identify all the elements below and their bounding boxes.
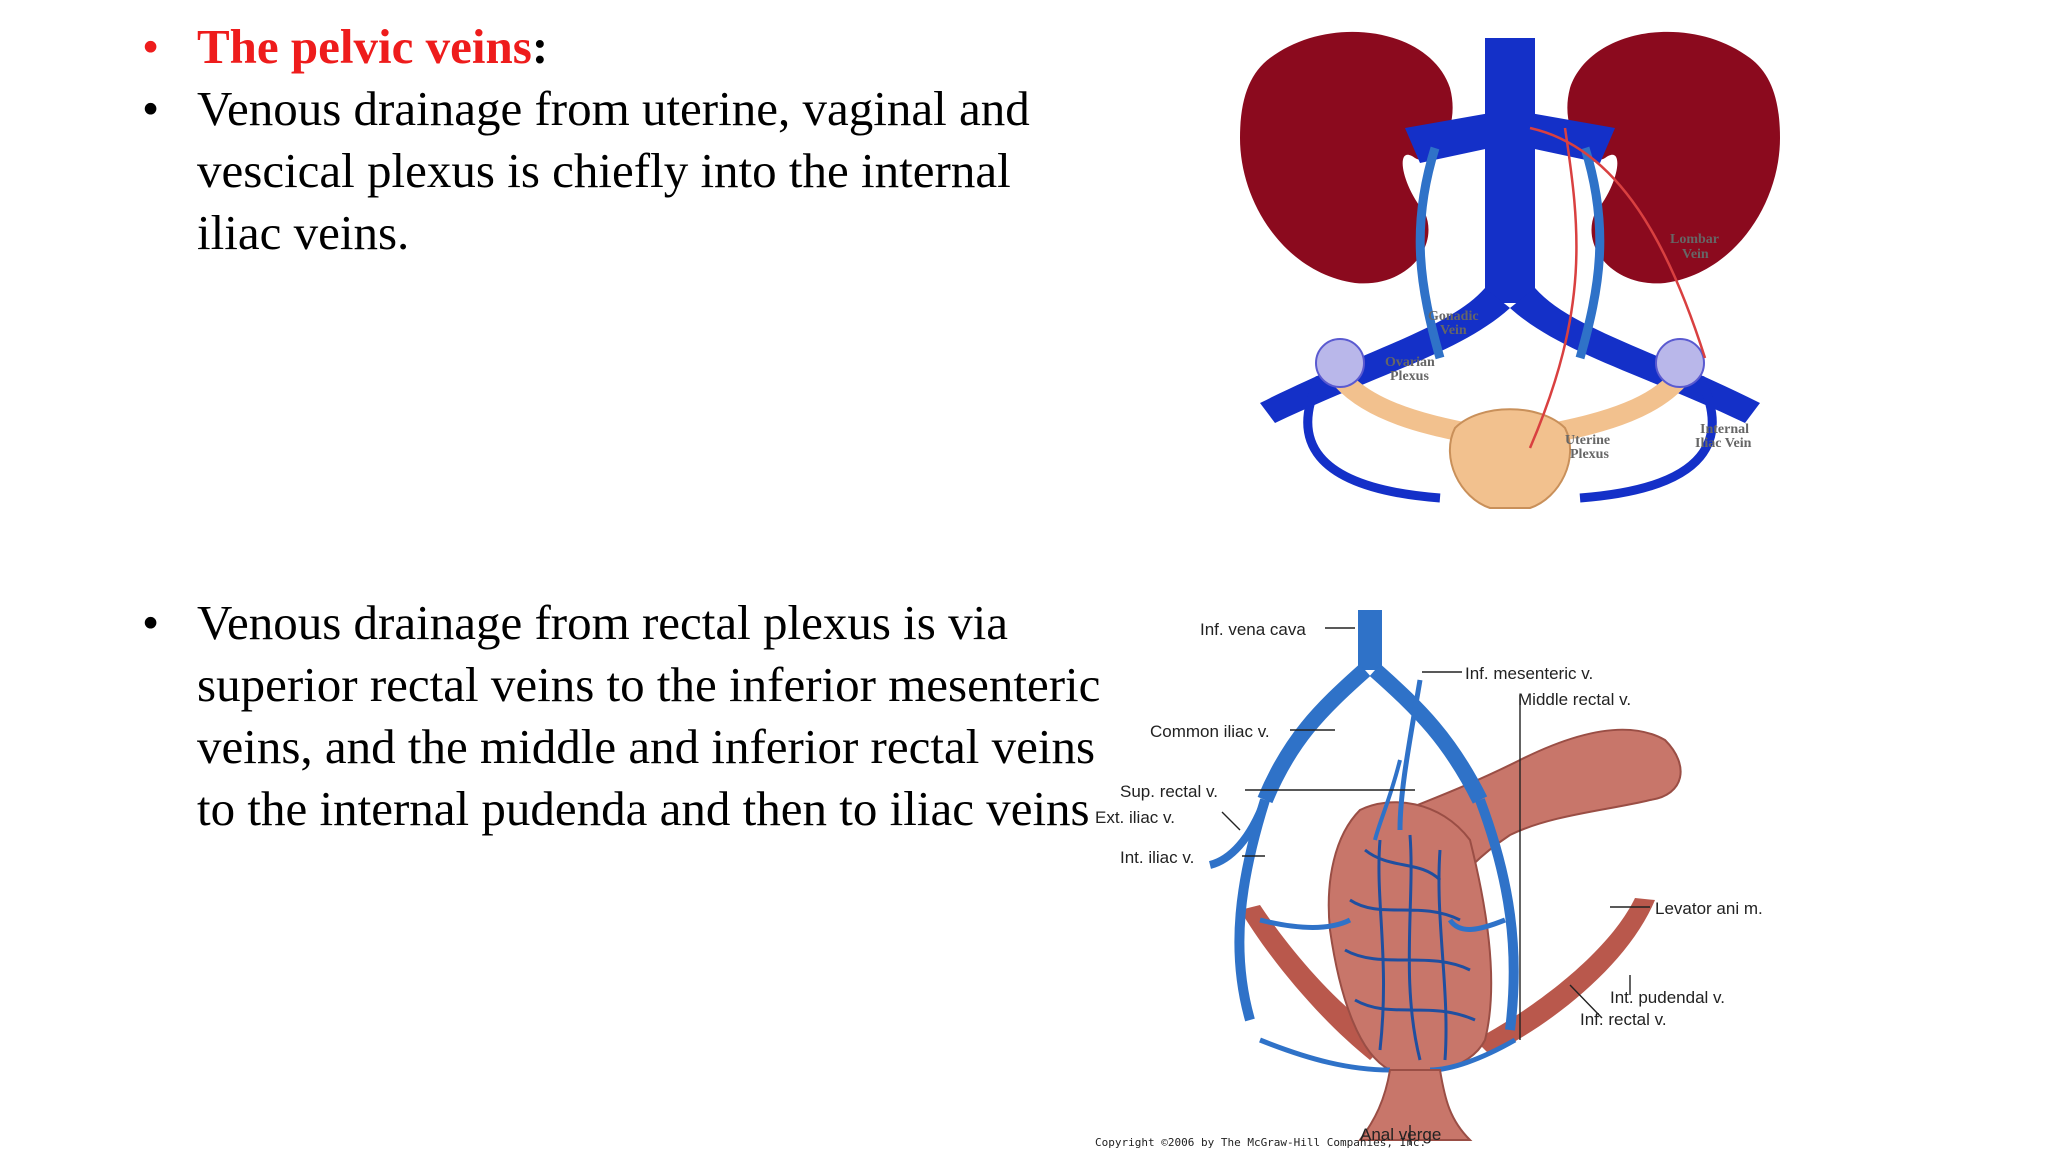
label-gonadic-2: Vein [1440, 323, 1467, 338]
label-sup-rectal: Sup. rectal v. [1120, 782, 1218, 801]
label-lombar-1: Lombar [1670, 232, 1719, 247]
gonadic-vein-right [1575, 146, 1605, 360]
copyright-note: Copyright ©2006 by The McGraw-Hill Compa… [1095, 1136, 1595, 1155]
right-kidney [1567, 31, 1780, 284]
label-int-pudendal: Int. pudendal v. [1610, 988, 1725, 1007]
title-colon: : [531, 19, 549, 74]
label-uterine-2: Plexus [1570, 447, 1609, 462]
int-iliac-vein-left [1234, 798, 1270, 1022]
label-middle-rectal: Middle rectal v. [1518, 690, 1631, 709]
kidney-pelvic-veins-figure: Lombar Vein Gonadic Vein Ovarian Plexus … [1200, 8, 1820, 518]
label-ovarian-2: Plexus [1390, 369, 1429, 384]
label-ext-iliac: Ext. iliac v. [1095, 808, 1175, 827]
sup-rectal-vein [1373, 759, 1402, 841]
label-anal-verge: Anal verge [1360, 1125, 1441, 1144]
title-item: • The pelvic veins: [142, 16, 1092, 78]
slide-title: The pelvic veins [197, 19, 532, 74]
inf-mesenteric-vein [1397, 679, 1423, 831]
label-internal-1: Internal [1700, 422, 1749, 437]
label-inf-vena-cava: Inf. vena cava [1200, 620, 1306, 639]
ovarian-plexus-left [1315, 338, 1365, 388]
internal-iliac-left [1303, 375, 1441, 503]
label-levator-ani: Levator ani m. [1655, 899, 1763, 918]
int-iliac-vein-right [1475, 798, 1519, 1031]
label-int-iliac: Int. iliac v. [1120, 848, 1194, 867]
label-inf-mesenteric: Inf. mesenteric v. [1465, 664, 1593, 683]
common-iliac-vein-left [1257, 664, 1371, 804]
gonadic-vein-left [1415, 146, 1445, 360]
bullet-dot: • [142, 19, 160, 74]
ovarian-plexus-right [1655, 338, 1705, 388]
label-ovarian-1: Ovarian [1385, 355, 1435, 370]
bullet-dot: • [142, 595, 160, 650]
uterus [1449, 408, 1571, 509]
copyright-line-1: Copyright ©2006 by The McGraw-Hill Compa… [1095, 1136, 1426, 1149]
label-common-iliac: Common iliac v. [1150, 722, 1270, 741]
middle-rectal-vein [1259, 917, 1506, 932]
renal-vein-left [1405, 113, 1490, 163]
label-internal-2: Iliac Vein [1695, 436, 1752, 451]
bullet-list-top: • The pelvic veins: • Venous drainage fr… [142, 16, 1092, 264]
paragraph-2: • Venous drainage from rectal plexus is … [142, 592, 1102, 840]
common-iliac-right [1510, 288, 1760, 423]
label-lombar-2: Vein [1682, 247, 1709, 262]
leader-lines [1221, 627, 1650, 1145]
rectal-venous-plexus [1344, 834, 1476, 1061]
paragraph-1-text: Venous drainage from uterine, vaginal an… [197, 81, 1030, 260]
internal-iliac-right [1579, 375, 1717, 503]
rectal-veins-figure: Inf. vena cava Inf. mesenteric v. Middle… [1090, 600, 1830, 1160]
common-iliac-left [1260, 288, 1510, 423]
ext-iliac-vein-left [1208, 798, 1269, 869]
paragraph-1: • Venous drainage from uterine, vaginal … [142, 78, 1092, 264]
lumbar-arrow-path [1529, 126, 1707, 359]
renal-vein-right [1530, 113, 1615, 163]
kidney-pelvic-veins-illustration: Lombar Vein Gonadic Vein Ovarian Plexus … [1240, 31, 1780, 509]
label-uterine-1: Uterine [1565, 433, 1610, 448]
red-arrow-path [1528, 127, 1578, 449]
bullet-list-bottom: • Venous drainage from rectal plexus is … [142, 592, 1102, 840]
label-inf-rectal: Inf. rectal v. [1580, 1010, 1667, 1029]
bullet-dot: • [142, 81, 160, 136]
paragraph-2-text: Venous drainage from rectal plexus is vi… [197, 595, 1101, 836]
left-kidney [1240, 31, 1453, 284]
inferior-vena-cava [1485, 38, 1535, 303]
anal-canal [1358, 1069, 1473, 1141]
label-gonadic-1: Gonadic [1428, 309, 1479, 324]
common-iliac-vein-right [1369, 664, 1488, 804]
rectal-veins-illustration: Inf. vena cava Inf. mesenteric v. Middle… [1095, 610, 1763, 1145]
